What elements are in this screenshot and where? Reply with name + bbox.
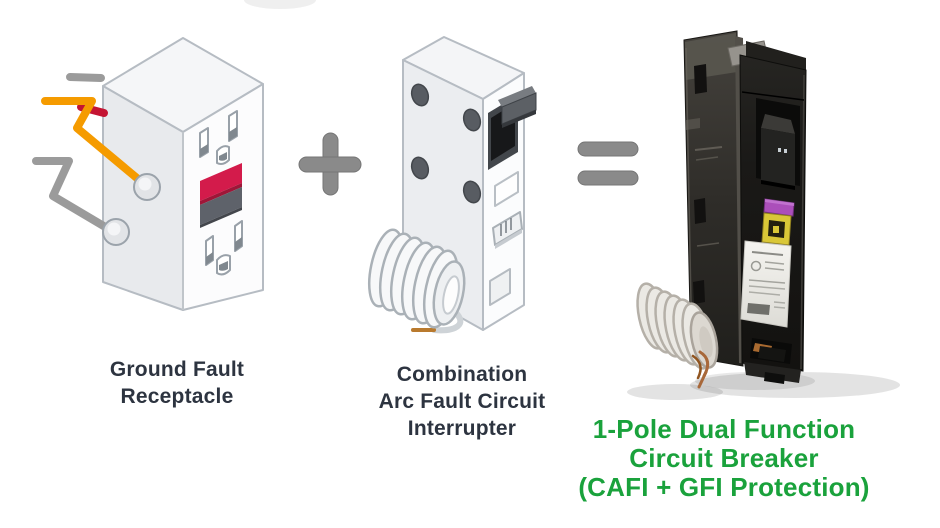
combination-afci-label: Combination Arc Fault Circuit Interrupte… — [332, 361, 592, 442]
breaker-side-plate — [683, 30, 747, 367]
coil-pigtail-photo — [636, 282, 719, 389]
terminal-screw — [133, 173, 161, 201]
background-smudge — [244, 0, 316, 9]
breaker-yellow-sticker — [761, 212, 792, 246]
label-line: Combination — [396, 363, 528, 386]
label-line: (CAFI + GFI Protection) — [578, 472, 870, 502]
side-holes — [410, 83, 482, 204]
dual-function-breaker-label: 1-Pole Dual Function Circuit Breaker (CA… — [544, 415, 904, 502]
ground-fault-receptacle-label: Ground Fault Receptacle — [57, 356, 297, 410]
plus-icon — [298, 132, 362, 196]
breaker-toggle — [756, 98, 800, 190]
label-line: 1-Pole Dual Function — [592, 414, 856, 444]
label-line: Arc Fault Circuit — [378, 390, 546, 413]
afci-test-button — [492, 211, 523, 249]
label-line: Interrupter — [407, 417, 517, 440]
wire-gray-bottom — [32, 157, 116, 235]
breaker-product-label — [740, 240, 792, 328]
lower-outlet — [205, 220, 243, 276]
coil-pigtail — [367, 228, 466, 334]
shadow — [690, 372, 900, 398]
gfci-reset-button — [200, 187, 242, 225]
breaker-wire-lug — [744, 338, 801, 384]
label-line: Receptacle — [120, 385, 234, 408]
bottom-clip — [489, 268, 511, 306]
rating-window — [494, 171, 519, 207]
label-line: Ground Fault — [109, 358, 245, 381]
label-line: Circuit Breaker — [629, 443, 819, 473]
toggle-switch — [488, 86, 537, 170]
wire-orange — [41, 97, 148, 188]
afci-breaker-illustration — [367, 36, 537, 334]
gfci-test-button — [200, 163, 242, 201]
terminal-screw — [102, 218, 130, 246]
dual-function-breaker-photo — [627, 30, 900, 400]
ground-fault-receptacle-illustration — [32, 37, 264, 311]
equals-icon — [577, 141, 639, 186]
amp-marking — [778, 148, 781, 152]
breaker-test-button-purple — [763, 198, 795, 217]
wire-gray-top — [66, 73, 105, 82]
upper-outlet — [199, 110, 238, 165]
